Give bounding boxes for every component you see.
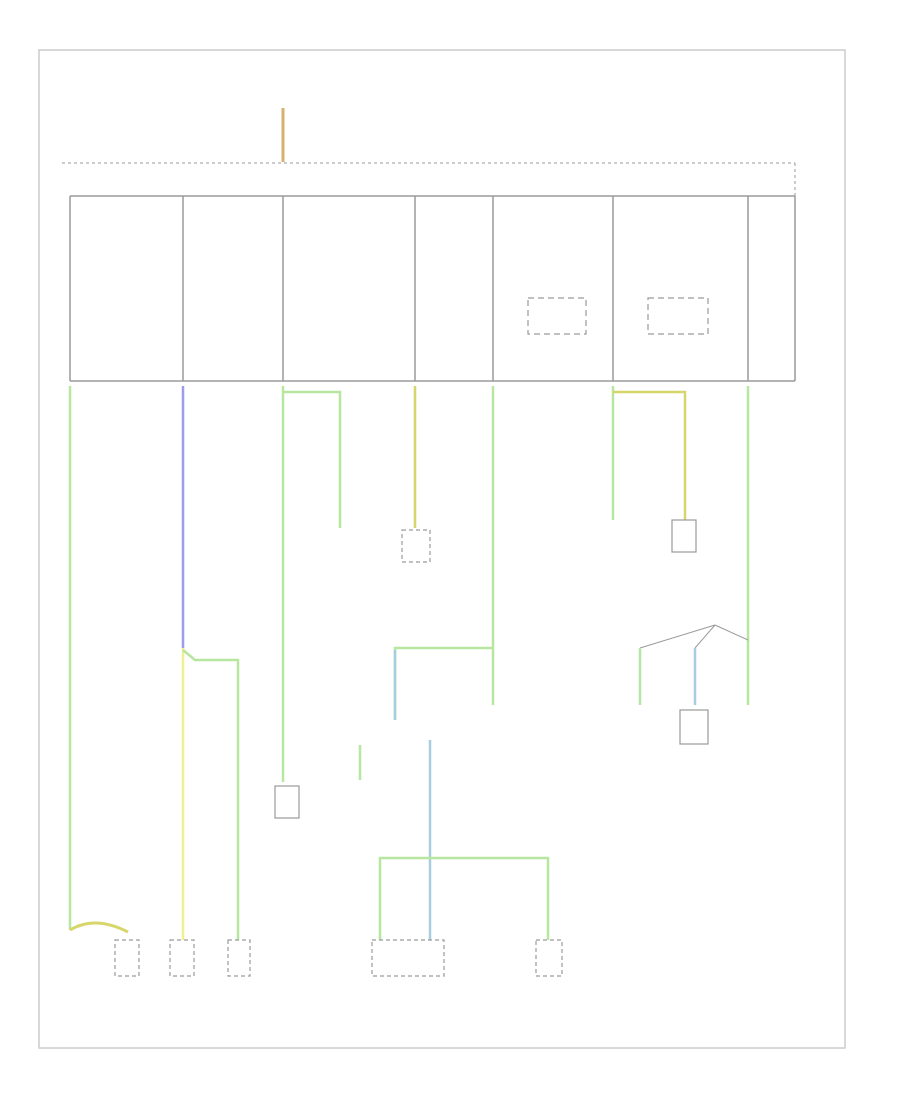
bottom-component-4	[227, 939, 251, 977]
relay-box-left	[527, 297, 587, 335]
mid-component-left	[274, 785, 300, 819]
bottom-component-6	[535, 939, 563, 977]
bottom-component-3	[169, 939, 195, 977]
bottom-component-5	[371, 939, 445, 977]
bottom-component-2	[114, 939, 140, 977]
relay-box-right	[647, 297, 709, 335]
mid-component-6	[671, 519, 697, 553]
fuse-panel	[69, 195, 796, 382]
circuit-7-wires	[638, 386, 750, 705]
circuit-5-wires	[393, 386, 495, 720]
circuit-1-wires	[68, 386, 129, 934]
mid-component-7	[679, 709, 709, 745]
circuit-3-wires	[281, 386, 342, 782]
component-boxes	[114, 519, 709, 977]
circuit-6-wires	[611, 386, 687, 520]
mid-component-4	[401, 529, 431, 563]
circuit-2-wires	[181, 386, 240, 940]
lower-distribution-wires	[358, 740, 550, 940]
diagram-border	[38, 49, 846, 1049]
